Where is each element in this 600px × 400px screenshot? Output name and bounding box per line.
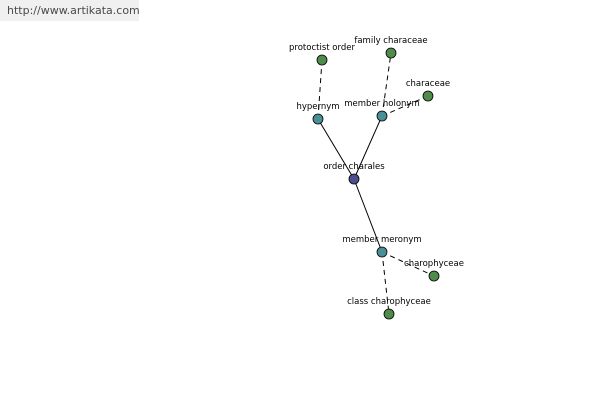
node-label: order charales <box>323 162 385 172</box>
node-marker[interactable] <box>428 270 440 282</box>
node-characeae[interactable]: characeae <box>406 79 450 102</box>
node-label: family characeae <box>354 36 427 46</box>
node-marker[interactable] <box>316 54 328 66</box>
edge-member-meronym-to-charophyceae <box>381 251 435 277</box>
node-label: characeae <box>406 79 450 89</box>
node-protoctist-order[interactable]: protoctist order <box>289 43 355 66</box>
graph-nodes: order charales hypernym member holonym memb… <box>289 36 464 320</box>
edge-member-holonym-to-family-characeae <box>381 52 392 117</box>
graph-edges <box>317 52 435 315</box>
node-marker[interactable] <box>348 173 360 185</box>
node-marker[interactable] <box>376 110 388 122</box>
node-marker[interactable] <box>383 308 395 320</box>
edge-order-charales-to-member-holonym <box>353 115 383 180</box>
node-order-charales[interactable]: order charales <box>323 162 385 185</box>
edge-hypernym-to-protoctist-order <box>317 59 323 120</box>
node-label: hypernym <box>296 102 339 112</box>
node-marker[interactable] <box>385 47 397 59</box>
node-label: charophyceae <box>404 259 464 269</box>
node-marker[interactable] <box>312 113 324 125</box>
node-hypernym[interactable]: hypernym <box>296 102 340 125</box>
node-label: class charophyceae <box>347 297 431 307</box>
edge-member-meronym-to-class-charophyceae <box>381 251 390 315</box>
edge-order-charales-to-member-meronym <box>353 178 383 253</box>
node-label: member meronym <box>342 235 421 245</box>
node-member-holonym[interactable]: member holonym <box>344 99 420 122</box>
node-class-charophyceae[interactable]: class charophyceae <box>347 297 431 320</box>
node-charophyceae[interactable]: charophyceae <box>404 259 464 282</box>
node-family-characeae[interactable]: family characeae <box>354 36 428 59</box>
node-marker[interactable] <box>376 246 388 258</box>
node-label: member holonym <box>344 99 419 109</box>
node-marker[interactable] <box>422 90 434 102</box>
source-banner: http://www.artikata.com <box>0 0 140 21</box>
source-url-link[interactable]: http://www.artikata.com <box>7 4 140 17</box>
node-member-meronym[interactable]: member meronym <box>342 235 422 258</box>
node-label: protoctist order <box>289 43 355 53</box>
edge-order-charales-to-hypernym <box>317 118 355 180</box>
